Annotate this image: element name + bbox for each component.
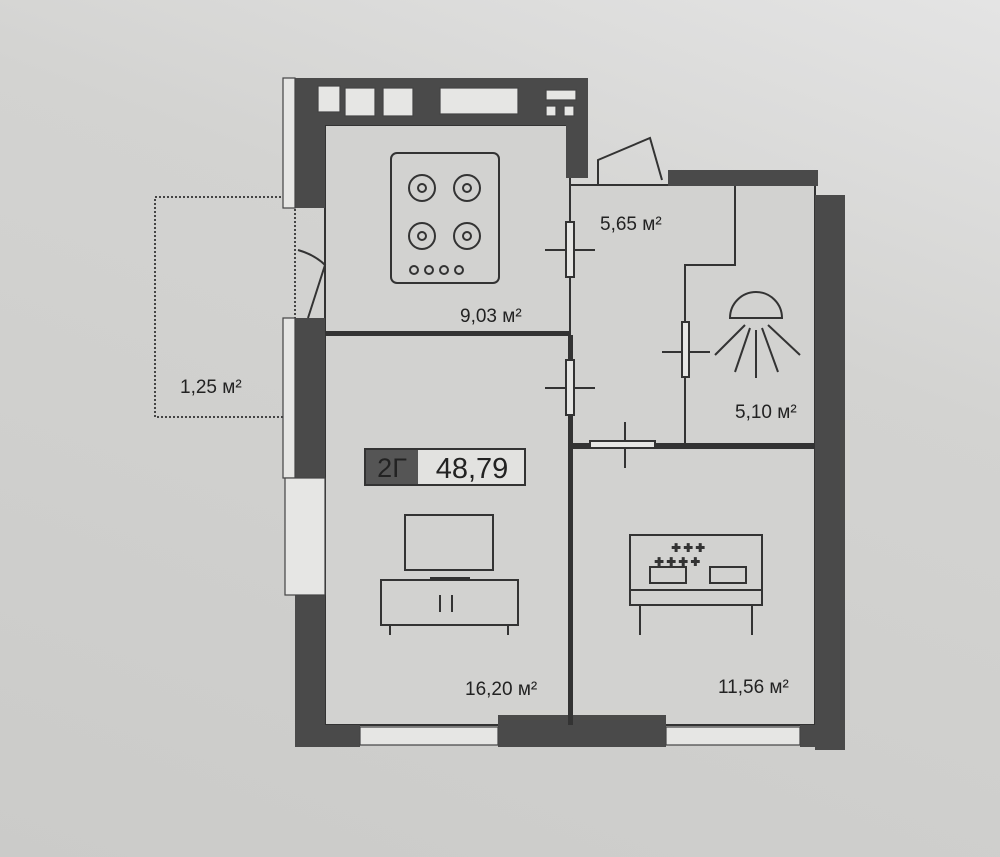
kitchen-area: 9,03 м² xyxy=(460,306,522,327)
shower-icon xyxy=(714,291,801,378)
living-room xyxy=(324,334,571,726)
tv-icon xyxy=(380,514,519,635)
bedroom-area: 11,56 м² xyxy=(718,677,789,698)
windows xyxy=(282,77,801,746)
svg-text:+ + + +: + + + + xyxy=(655,553,699,569)
living-room-area: 16,20 м² xyxy=(465,679,537,700)
interior-doors xyxy=(545,221,710,468)
bed-icon: + + + + + + + xyxy=(629,534,763,635)
hallway-area: 5,65 м² xyxy=(600,214,662,235)
balcony xyxy=(154,196,296,418)
bedroom xyxy=(571,447,816,726)
entrance-door xyxy=(597,136,663,185)
total-area: 48,79 xyxy=(436,453,509,485)
svg-text:+ + +: + + + xyxy=(672,539,704,555)
balcony-area: 1,25 м² xyxy=(180,377,242,398)
walls xyxy=(295,78,845,750)
bathroom-area: 5,10 м² xyxy=(735,402,797,423)
balcony-door xyxy=(297,249,327,319)
kitchen xyxy=(324,124,571,336)
unit-badge: 2Г 48,79 xyxy=(364,448,526,486)
unit-type: 2Г xyxy=(377,453,407,483)
stove-icon xyxy=(390,152,500,284)
